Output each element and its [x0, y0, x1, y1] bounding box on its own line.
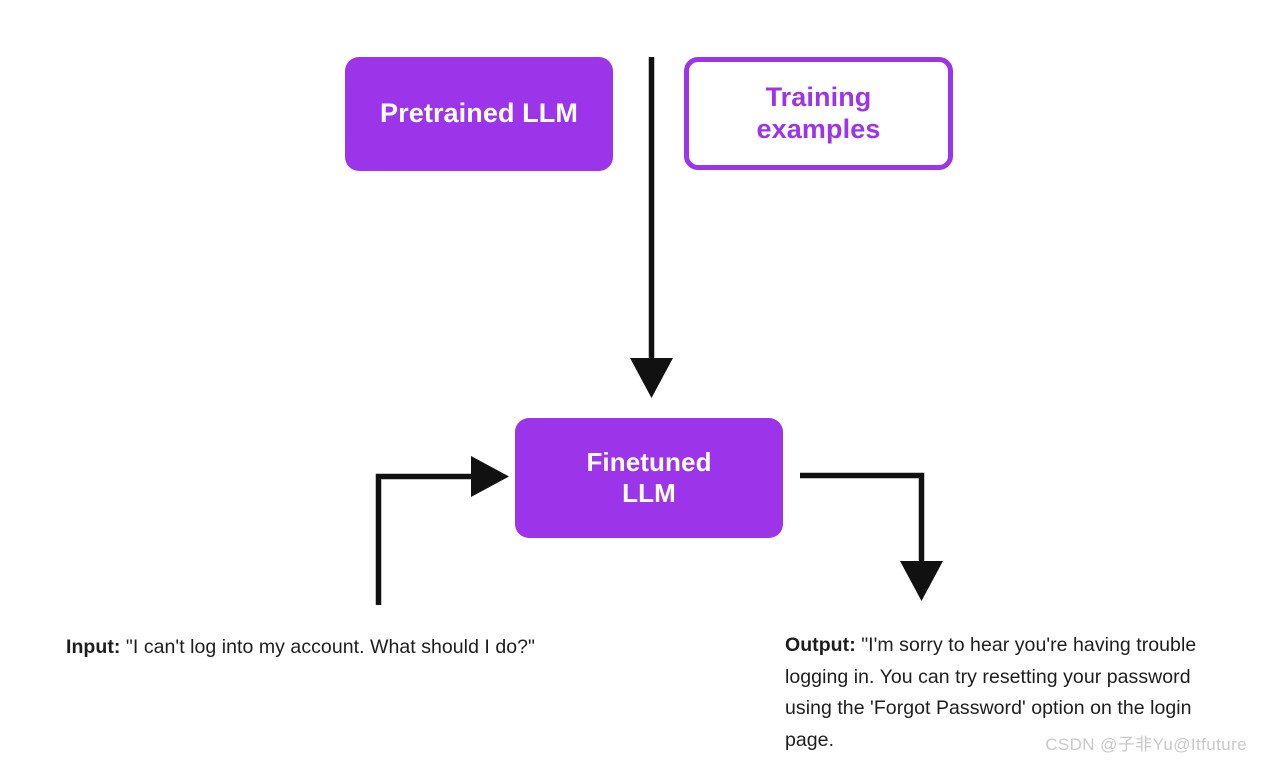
caption-input-label: Input:	[66, 636, 121, 658]
node-finetuned-llm[interactable]: Finetuned LLM	[515, 418, 783, 538]
node-training-examples[interactable]: Training examples	[684, 57, 953, 170]
caption-input: Input: "I can't log into my account. Wha…	[66, 632, 566, 664]
node-pretrained-llm-label: Pretrained LLM	[380, 98, 578, 129]
caption-output-text: "I'm sorry to hear you're having trouble…	[785, 634, 1197, 751]
arrow-input-to-finetuned	[375, 456, 509, 605]
watermark: CSDN @子非Yu@Itfuture	[1045, 735, 1247, 754]
caption-output-label: Output:	[785, 634, 856, 656]
node-training-examples-label: Training examples	[756, 81, 881, 144]
node-finetuned-llm-label: Finetuned LLM	[586, 447, 712, 508]
caption-output: Output: "I'm sorry to hear you're having…	[785, 630, 1235, 756]
arrow-pretrained-to-finetuned	[630, 57, 673, 398]
arrow-finetuned-to-output	[800, 472, 943, 601]
node-pretrained-llm[interactable]: Pretrained LLM	[345, 57, 613, 171]
caption-input-text: "I can't log into my account. What shoul…	[125, 636, 536, 658]
